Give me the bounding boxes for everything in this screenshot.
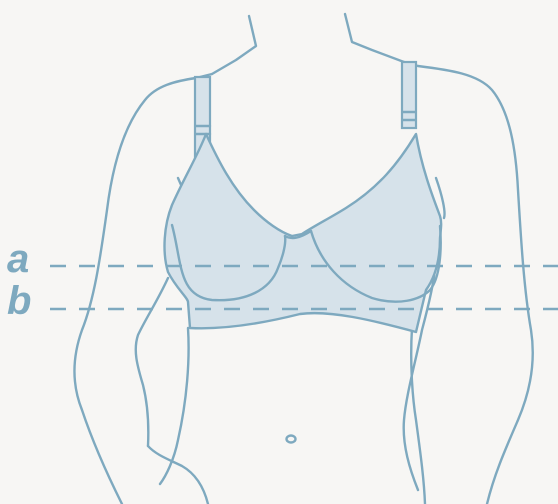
label-b: b bbox=[7, 279, 31, 323]
left-hand-outline bbox=[148, 446, 208, 504]
navel bbox=[287, 436, 296, 443]
left-hip-outline bbox=[160, 328, 189, 484]
neck-left-outline bbox=[212, 16, 256, 74]
right-strap bbox=[402, 62, 416, 128]
neck-right-outline bbox=[345, 14, 404, 62]
label-a: a bbox=[7, 237, 29, 281]
